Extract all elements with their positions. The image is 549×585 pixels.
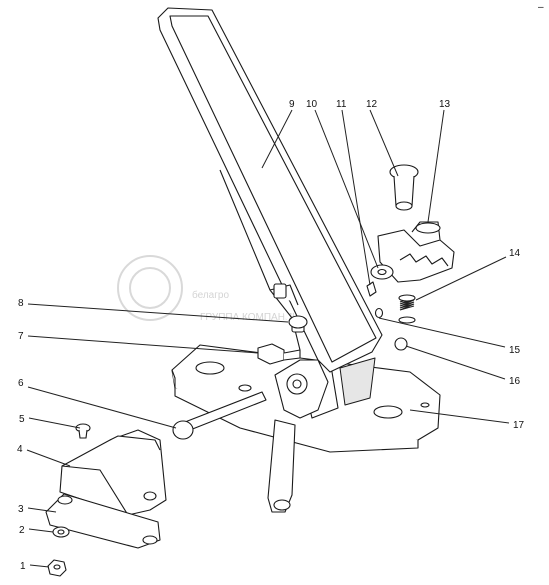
leader-lines — [26, 109, 510, 568]
callout-13: 13 — [439, 99, 451, 110]
part-9-pedal — [157, 7, 383, 419]
part-12-clevis-pin — [389, 164, 419, 211]
callout-14: 14 — [509, 248, 521, 259]
part-10-washer — [370, 264, 394, 280]
part-6-pin — [172, 391, 267, 440]
callout-6: 6 — [18, 378, 24, 389]
part-14-spring — [398, 294, 416, 324]
part-4-pedal-cover — [59, 429, 167, 516]
callout-7: 7 — [18, 331, 24, 342]
watermark-brand: белагро — [192, 289, 229, 301]
callout-16: 16 — [509, 376, 521, 387]
callout-9: 9 — [289, 99, 295, 110]
callout-5: 5 — [19, 414, 25, 425]
callout-3: 3 — [18, 504, 24, 515]
part-1-nut — [47, 559, 67, 577]
callout-2: 2 — [19, 525, 25, 536]
callouts: 1 2 3 4 5 6 7 8 9 10 11 12 13 14 15 16 1… — [17, 99, 525, 572]
part-2-washer — [52, 526, 70, 538]
part-5-screw — [75, 423, 91, 439]
corner-mark: – — [538, 2, 544, 13]
part-16-ball — [394, 337, 408, 351]
watermark-subtitle: ГРУППА КОМПАНИЙ — [200, 310, 299, 323]
callout-4: 4 — [17, 444, 23, 455]
watermark: белагро ГРУППА КОМПАНИЙ — [117, 255, 299, 323]
part-11-cotter-pin — [366, 281, 377, 297]
callout-8: 8 — [18, 298, 24, 309]
part-13-ratchet — [377, 221, 455, 283]
callout-1: 1 — [20, 561, 26, 572]
part-7-bolt — [257, 343, 301, 365]
callout-15: 15 — [509, 345, 521, 356]
part-8-stud — [288, 315, 308, 329]
callout-12: 12 — [366, 99, 378, 110]
part-3-pad-plate — [45, 493, 161, 549]
callout-10: 10 — [306, 99, 318, 110]
callout-11: 11 — [336, 99, 347, 110]
callout-17: 17 — [513, 420, 525, 431]
part-15-small-pin — [374, 307, 384, 319]
